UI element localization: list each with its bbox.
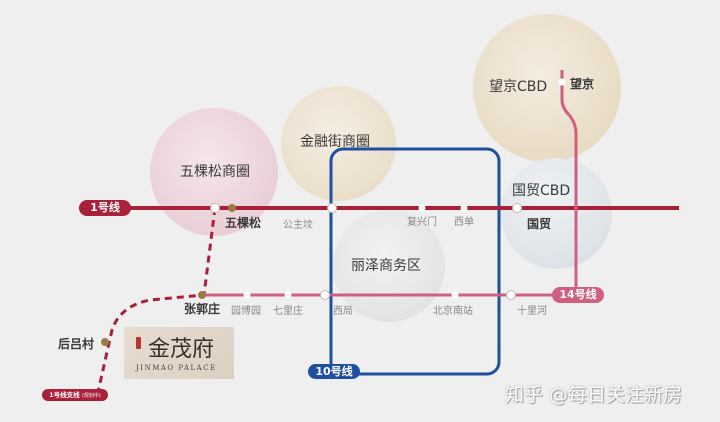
line1-branch-note: (规划中)	[81, 393, 101, 399]
seal-icon	[136, 337, 141, 349]
station-xidan: 西单	[454, 217, 474, 228]
lize-bubble	[333, 210, 445, 322]
station-wukesong: 五棵松	[225, 216, 262, 230]
area-wukesong: 五棵松商圈	[180, 164, 250, 180]
station-wangjing: 望京	[570, 77, 595, 91]
watermark: 知乎 @每日关注新房	[505, 384, 683, 406]
line10-tag: 10号线	[308, 364, 360, 379]
logo-cn: 金茂府	[148, 337, 215, 362]
line14-tag: 14号线	[552, 287, 604, 303]
station-houlvcun: 后吕村	[58, 337, 95, 351]
line1-branch-label: 1号线支线	[49, 391, 80, 399]
area-lize: 丽泽商务区	[351, 258, 421, 274]
jinmao-palace-logo: 金茂府 JINMAO PALACE	[124, 327, 234, 379]
station-yuanboyuan: 园博园	[231, 306, 261, 317]
wangjing-cbd-bubble	[473, 14, 621, 162]
station-shilihe: 十里河	[517, 306, 547, 317]
station-fuxingmen: 复兴门	[407, 217, 437, 228]
area-jinrongjie: 金融街商圈	[300, 134, 370, 150]
station-qilizhuang: 七里庄	[273, 306, 303, 317]
guomao-cbd-bubble	[501, 158, 612, 269]
area-guomao: 国贸CBD	[512, 183, 571, 199]
station-gongzhufen: 公主坟	[283, 220, 313, 231]
logo-en: JINMAO PALACE	[136, 364, 217, 372]
station-guomao: 国贸	[527, 217, 552, 231]
station-zhangguozhuang: 张郭庄	[184, 302, 221, 316]
area-wangjing: 望京CBD	[489, 79, 548, 95]
station-beijingnanzhan: 北京南站	[433, 306, 473, 317]
line1-tag: 1号线	[79, 200, 131, 216]
station-xiju: 西局	[333, 306, 353, 317]
jinrongjie-bubble	[281, 86, 396, 201]
line1-branch-tag: 1号线支线 (规划中)	[42, 389, 108, 401]
